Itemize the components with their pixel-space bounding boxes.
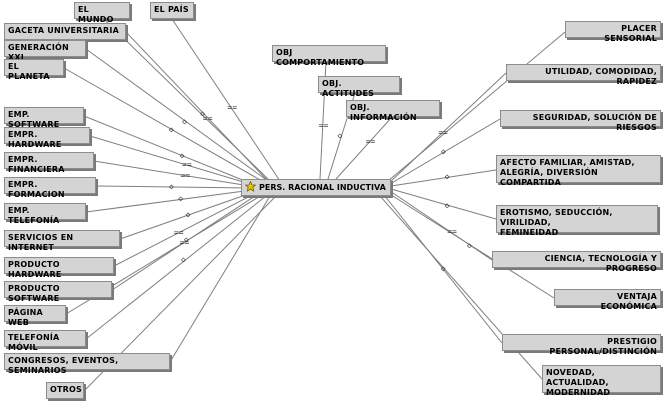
diamond-marker: ◇ — [440, 264, 446, 274]
connector-line — [390, 169, 497, 187]
diamond-marker: ◇ — [441, 146, 446, 156]
diamond-marker: ◇ — [181, 255, 186, 265]
diamond-marker: ◇ — [178, 194, 184, 204]
diamond-marker: ◇ — [467, 240, 472, 250]
connector-line — [335, 116, 393, 180]
node-servicios-en-internet[interactable]: SERVICIOS EN INTERNET — [4, 230, 120, 252]
connector-line — [89, 135, 251, 185]
diamond-marker: ◇ — [183, 235, 189, 245]
diamond-marker: ◇ — [169, 182, 174, 191]
diamond-marker: ◇ — [444, 172, 450, 182]
node-obj-comportamiento[interactable]: OBJ COMPORTAMIENTO — [272, 45, 386, 67]
node-pers-racional-inductiva[interactable]: PERS. RACIONAL INDUCTIVA — [241, 179, 391, 196]
connector-line — [113, 192, 257, 267]
center-node-label: PERS. RACIONAL INDUCTIVA — [259, 183, 386, 192]
node-producto-software[interactable]: PRODUCTO SOFTWARE — [4, 281, 112, 303]
node-generacion-xxi[interactable]: GENERACIÓN XXI — [4, 40, 86, 62]
node-placer-sensorial[interactable]: PLACER SENSORIAL — [565, 21, 661, 43]
connector-line — [63, 67, 263, 182]
connector-line — [85, 195, 267, 340]
connector-line — [93, 160, 251, 187]
equal-marker: == — [227, 103, 238, 113]
node-ventaja-economica[interactable]: VENTAJA ECONÓMICA — [554, 289, 661, 311]
connector-line — [85, 48, 269, 182]
node-empr-hardware[interactable]: EMPR. HARDWARE — [4, 127, 90, 149]
connector-line — [83, 115, 251, 184]
connector-line — [95, 185, 251, 189]
diamond-marker: ◇ — [168, 125, 174, 135]
node-afecto-familiar[interactable]: AFECTO FAMILIAR, AMISTAD, ALEGRÍA, DIVER… — [496, 155, 661, 187]
equal-marker: == — [180, 170, 191, 180]
equal-marker: == — [438, 127, 448, 137]
diamond-marker: ◇ — [185, 209, 191, 219]
diamond-marker: ◇ — [179, 151, 185, 161]
node-obj-informacion[interactable]: OBJ. INFORMACIÓN — [346, 100, 440, 122]
node-telefonia-movil[interactable]: TELEFONÍA MÓVIL — [4, 330, 86, 352]
node-emp-software[interactable]: EMP. SOFTWARE — [4, 107, 84, 129]
equal-marker: == — [318, 121, 329, 131]
node-el-planeta[interactable]: EL PLANETA — [4, 59, 64, 81]
connector-line — [119, 191, 255, 240]
node-seguridad-solucion-de-riesgos[interactable]: SEGURIDAD, SOLUCIÓN DE RIESGOS — [500, 110, 661, 132]
diamond-marker: ◇ — [444, 200, 450, 210]
node-prestigio-personal-distincion[interactable]: PRESTIGIO PERSONAL/DISTINCIÓN — [502, 334, 661, 356]
equal-marker: == — [365, 136, 376, 146]
node-congresos-eventos-seminarios[interactable]: CONGRESOS, EVENTOS, SEMINARIOS — [4, 353, 170, 375]
node-novedad-actualidad-modernidad[interactable]: NOVEDAD, ACTUALIDAD, MODERNIDAD — [542, 365, 661, 397]
connector-line — [85, 189, 253, 213]
diamond-marker: ◇ — [200, 108, 205, 118]
node-emp-telefonia[interactable]: EMP. TELEFONÍA — [4, 203, 86, 225]
node-ciencia-tecnologia-progreso[interactable]: CIENCIA, TECNOLOGÍA Y PROGRESO — [492, 251, 661, 273]
node-empr-formacion[interactable]: EMPR. FORMACION — [4, 177, 96, 199]
node-empr-financiera[interactable]: EMPR. FINANCIERA — [4, 152, 94, 174]
node-el-mundo[interactable]: EL MUNDO — [74, 2, 130, 24]
node-otros[interactable]: OTROS — [46, 382, 84, 399]
connector-line — [171, 18, 281, 182]
diamond-marker: ◇ — [337, 131, 343, 140]
equal-marker: == — [202, 114, 213, 124]
node-obj-actitudes[interactable]: OBJ. ACTITUDES — [318, 76, 400, 98]
diamond-marker: ◇ — [182, 116, 187, 126]
equal-marker: == — [182, 159, 192, 169]
connector-line — [383, 194, 503, 344]
star-icon — [245, 181, 256, 192]
equal-marker: == — [173, 228, 184, 238]
node-el-pais[interactable]: EL PAÍS — [150, 2, 194, 19]
node-pagina-web[interactable]: PÁGINA WEB — [4, 305, 66, 327]
connector-line — [169, 195, 271, 363]
node-utilidad-comodidad-rapidez[interactable]: UTILIDAD, COMODIDAD, RAPIDEZ — [506, 64, 661, 86]
equal-marker: == — [179, 237, 190, 247]
node-gaceta-universitaria[interactable]: GACETA UNIVERSITARIA — [4, 23, 126, 40]
equal-marker: == — [447, 227, 457, 237]
connector-line — [125, 31, 269, 182]
connector-line — [389, 72, 507, 183]
node-erotismo-seduccion[interactable]: EROTISMO, SEDUCCIÓN, VIRILIDAD, FEMINEID… — [496, 205, 658, 237]
connector-line — [387, 192, 555, 299]
connector-line — [389, 118, 501, 185]
connector-line — [390, 188, 497, 220]
node-producto-hardware[interactable]: PRODUCTO HARDWARE — [4, 257, 114, 279]
